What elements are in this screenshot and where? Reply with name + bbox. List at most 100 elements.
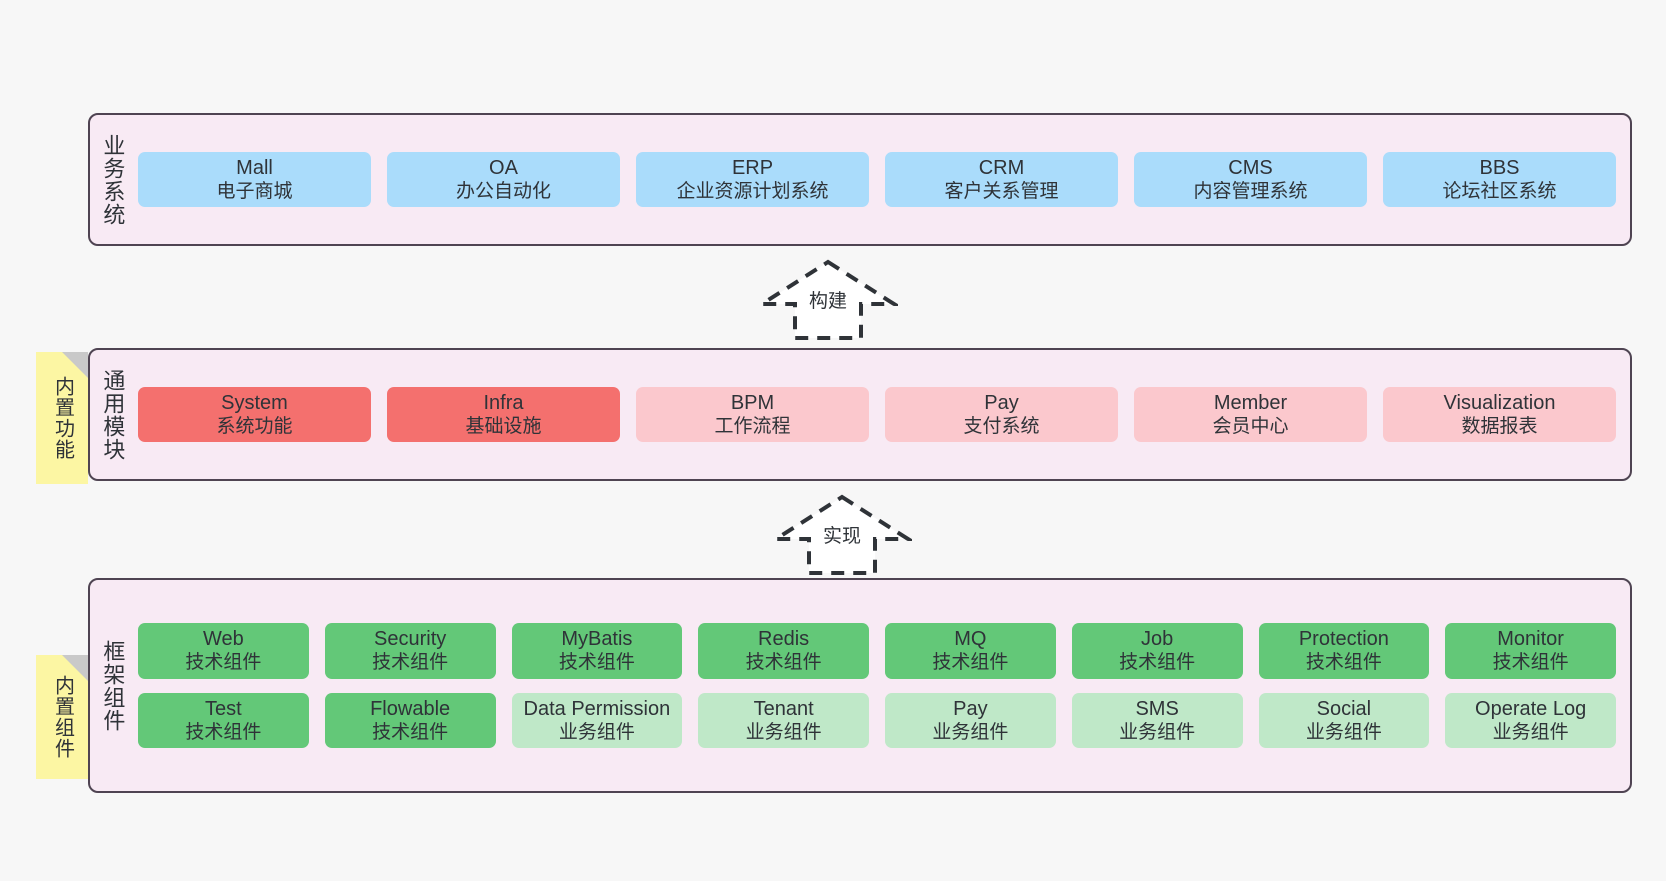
card-subtitle: 技术组件 <box>372 652 449 674</box>
card-subtitle: 技术组件 <box>558 652 635 674</box>
card-title: Protection <box>1298 627 1389 650</box>
card-bbs[interactable]: BBS 论坛社区系统 <box>1383 151 1616 208</box>
card-subtitle: 技术组件 <box>185 652 262 674</box>
card-title: ERP <box>731 156 774 179</box>
card-tenant[interactable]: Tenant 业务组件 <box>698 692 869 749</box>
card-subtitle: 技术组件 <box>372 721 449 743</box>
card-subtitle: 业务组件 <box>1305 721 1382 743</box>
card-protection[interactable]: Protection 技术组件 <box>1258 622 1430 679</box>
card-title: Pay <box>984 391 1019 414</box>
card-subtitle: 业务组件 <box>558 721 635 743</box>
card-data-permission[interactable]: Data Permission 业务组件 <box>511 692 683 749</box>
card-mall[interactable]: Mall 电子商城 <box>138 151 371 208</box>
layer-body-framework-components: Web 技术组件 Security 技术组件 MyBatis 技术组件 Redi… <box>134 580 1630 791</box>
card-sms[interactable]: SMS 业务组件 <box>1071 692 1243 749</box>
card-subtitle: 技术组件 <box>1492 652 1569 674</box>
card-subtitle: 办公自动化 <box>455 181 551 203</box>
card-subtitle: 数据报表 <box>1461 416 1538 438</box>
card-title: Flowable <box>370 697 451 720</box>
card-title: Operate Log <box>1475 697 1587 720</box>
connector-implement: 实现 <box>772 493 912 575</box>
card-security[interactable]: Security 技术组件 <box>324 622 496 679</box>
card-title: Test <box>205 697 242 720</box>
card-subtitle: 论坛社区系统 <box>1442 181 1557 203</box>
card-web[interactable]: Web 技术组件 <box>138 622 309 679</box>
card-job[interactable]: Job 技术组件 <box>1071 622 1243 679</box>
card-title: Pay <box>953 697 988 720</box>
card-subtitle: 业务组件 <box>745 721 822 743</box>
card-row: Test 技术组件 Flowable 技术组件 Data Permission … <box>138 692 1616 749</box>
card-bpm[interactable]: BPM 工作流程 <box>636 386 869 443</box>
sticky-note-builtin-features: 内置功能 <box>36 352 88 484</box>
card-title: CRM <box>978 156 1025 179</box>
folded-corner-icon <box>62 655 88 681</box>
card-monitor[interactable]: Monitor 技术组件 <box>1445 622 1616 679</box>
connector-build: 构建 <box>758 258 898 340</box>
sticky-note-builtin-components: 内置组件 <box>36 655 88 779</box>
card-title: Member <box>1213 391 1288 414</box>
sticky-note-label: 内置组件 <box>51 675 74 759</box>
connector-build-label: 构建 <box>808 291 848 312</box>
card-subtitle: 会员中心 <box>1212 416 1289 438</box>
card-subtitle: 技术组件 <box>1119 652 1196 674</box>
layer-title-common-modules: 通用模块 <box>100 368 126 461</box>
card-erp[interactable]: ERP 企业资源计划系统 <box>636 151 869 208</box>
card-title: Social <box>1316 697 1372 720</box>
card-row: Web 技术组件 Security 技术组件 MyBatis 技术组件 Redi… <box>138 622 1616 679</box>
layer-body-business-systems: Mall 电子商城 OA 办公自动化 ERP 企业资源计划系统 CRM 客户关系… <box>134 115 1630 244</box>
card-oa[interactable]: OA 办公自动化 <box>387 151 620 208</box>
connector-implement-label: 实现 <box>822 526 862 547</box>
card-test[interactable]: Test 技术组件 <box>138 692 309 749</box>
card-subtitle: 技术组件 <box>932 652 1009 674</box>
card-title: Redis <box>758 627 810 650</box>
card-title: MyBatis <box>561 627 633 650</box>
card-title: SMS <box>1135 697 1179 720</box>
card-subtitle: 系统功能 <box>216 416 293 438</box>
card-mq[interactable]: MQ 技术组件 <box>885 622 1056 679</box>
card-mybatis[interactable]: MyBatis 技术组件 <box>511 622 683 679</box>
card-member[interactable]: Member 会员中心 <box>1134 386 1367 443</box>
card-infra[interactable]: Infra 基础设施 <box>387 386 620 443</box>
card-title: OA <box>489 156 518 179</box>
card-subtitle: 业务组件 <box>932 721 1009 743</box>
card-cms[interactable]: CMS 内容管理系统 <box>1134 151 1367 208</box>
card-row: System 系统功能 Infra 基础设施 BPM 工作流程 Pay 支付系统… <box>138 386 1616 443</box>
card-redis[interactable]: Redis 技术组件 <box>698 622 869 679</box>
layer-business-systems: 业务系统 Mall 电子商城 OA 办公自动化 ERP 企业资源计划系统 CRM… <box>88 113 1632 246</box>
layer-title-business-systems: 业务系统 <box>100 133 126 226</box>
sticky-note-label: 内置功能 <box>51 376 74 460</box>
card-title: System <box>221 391 288 414</box>
card-subtitle: 业务组件 <box>1119 721 1196 743</box>
card-title: Job <box>1141 627 1174 650</box>
card-subtitle: 企业资源计划系统 <box>676 181 829 203</box>
card-title: Data Permission <box>523 697 671 720</box>
card-subtitle: 客户关系管理 <box>944 181 1059 203</box>
card-title: BBS <box>1479 156 1520 179</box>
card-visualization[interactable]: Visualization 数据报表 <box>1383 386 1616 443</box>
card-title: Infra <box>483 391 524 414</box>
layer-body-common-modules: System 系统功能 Infra 基础设施 BPM 工作流程 Pay 支付系统… <box>134 350 1630 479</box>
card-subtitle: 支付系统 <box>963 416 1040 438</box>
card-subtitle: 工作流程 <box>714 416 791 438</box>
card-title: BPM <box>730 391 775 414</box>
card-social[interactable]: Social 业务组件 <box>1258 692 1430 749</box>
card-subtitle: 业务组件 <box>1492 721 1569 743</box>
card-subtitle: 内容管理系统 <box>1193 181 1308 203</box>
layer-framework-components: 框架组件 Web 技术组件 Security 技术组件 MyBatis 技术组件… <box>88 578 1632 793</box>
card-flowable[interactable]: Flowable 技术组件 <box>324 692 496 749</box>
card-subtitle: 基础设施 <box>465 416 542 438</box>
card-title: Tenant <box>753 697 814 720</box>
card-title: Mall <box>236 156 273 179</box>
card-title: Monitor <box>1497 627 1564 650</box>
card-operate-log[interactable]: Operate Log 业务组件 <box>1445 692 1616 749</box>
card-subtitle: 技术组件 <box>185 721 262 743</box>
folded-corner-icon <box>62 352 88 378</box>
layer-common-modules: 通用模块 System 系统功能 Infra 基础设施 BPM 工作流程 Pay… <box>88 348 1632 481</box>
card-pay-business[interactable]: Pay 业务组件 <box>885 692 1056 749</box>
card-crm[interactable]: CRM 客户关系管理 <box>885 151 1118 208</box>
card-pay[interactable]: Pay 支付系统 <box>885 386 1118 443</box>
card-subtitle: 技术组件 <box>1305 652 1382 674</box>
card-subtitle: 技术组件 <box>745 652 822 674</box>
card-system[interactable]: System 系统功能 <box>138 386 371 443</box>
